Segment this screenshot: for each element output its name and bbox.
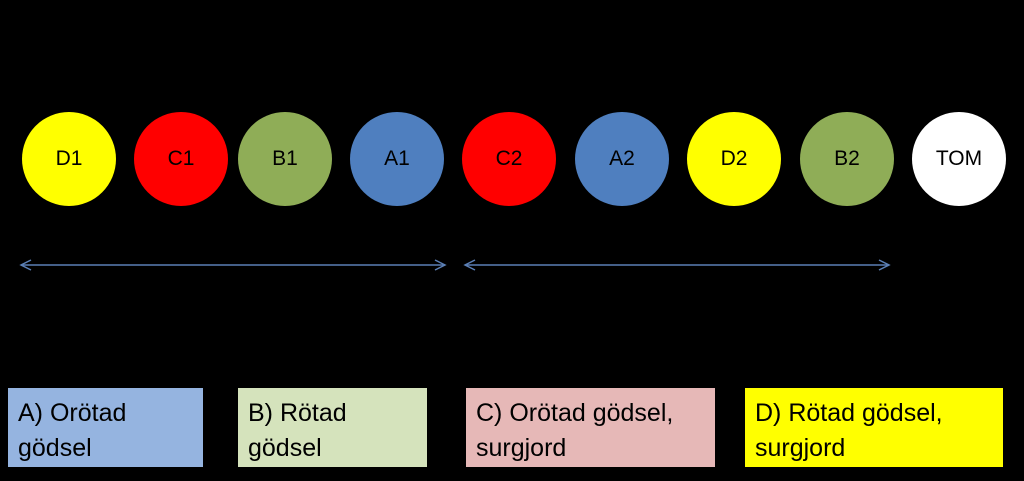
legend-line: A) Orötad xyxy=(18,399,127,427)
plot-circle-c2: C2 xyxy=(462,112,556,206)
plot-label: C2 xyxy=(495,147,523,170)
legend-line: surgjord xyxy=(755,434,846,462)
legend-box-a: A) Orötad gödsel xyxy=(8,388,203,467)
legend-box-c: C) Orötad gödsel, surgjord xyxy=(466,388,715,467)
plot-label: D2 xyxy=(720,147,748,170)
range-arrow-right xyxy=(463,259,891,271)
range-arrows xyxy=(19,259,891,271)
legend-box-d: D) Rötad gödsel, surgjord xyxy=(745,388,1003,467)
plot-label: D1 xyxy=(55,147,83,170)
legend-line: surgjord xyxy=(476,434,567,462)
legend-line: gödsel xyxy=(248,434,322,462)
plot-circle-a1: A1 xyxy=(350,112,444,206)
plot-circle-b1: B1 xyxy=(238,112,332,206)
plot-circle-a2: A2 xyxy=(575,112,669,206)
range-arrow-left xyxy=(19,259,447,271)
legend-line: C) Orötad gödsel, xyxy=(476,399,674,427)
legend-line: gödsel xyxy=(18,434,92,462)
legend-line: D) Rötad gödsel, xyxy=(755,399,943,427)
legend-box-b: B) Rötad gödsel xyxy=(238,388,427,467)
plot-label: B1 xyxy=(272,147,298,170)
plot-label: A1 xyxy=(384,147,410,170)
plot-circle-d1: D1 xyxy=(22,112,116,206)
plot-label: A2 xyxy=(609,147,635,170)
plot-label: C1 xyxy=(167,147,195,170)
plot-circle-tom: TOM xyxy=(912,112,1006,206)
plot-circle-b2: B2 xyxy=(800,112,894,206)
plot-label: TOM xyxy=(935,147,983,170)
legend-line: B) Rötad xyxy=(248,399,347,427)
plot-circle-c1: C1 xyxy=(134,112,228,206)
plot-circle-d2: D2 xyxy=(687,112,781,206)
plot-label: B2 xyxy=(834,147,860,170)
